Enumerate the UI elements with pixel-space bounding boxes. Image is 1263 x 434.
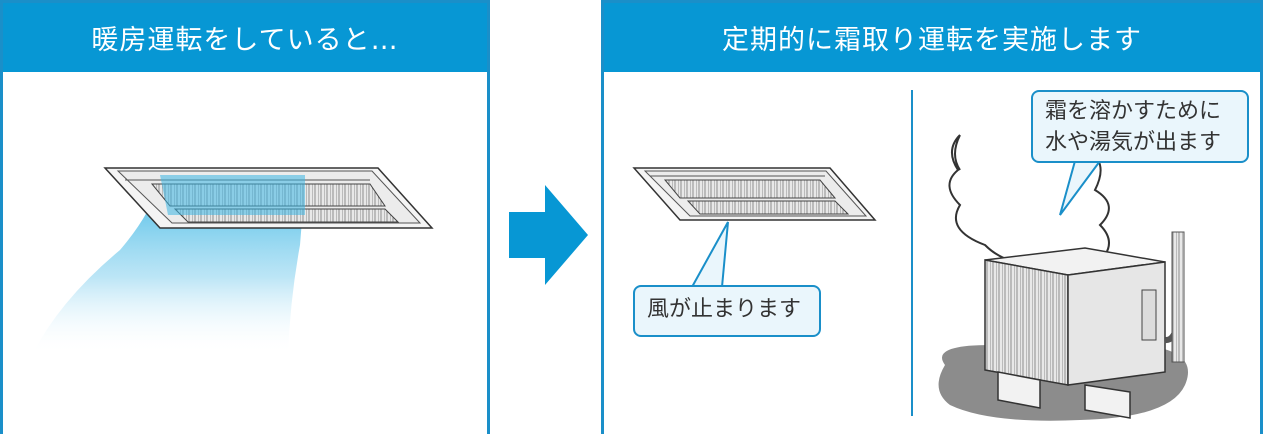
panel-defrost-title: 定期的に霜取り運転を実施します <box>722 25 1142 56</box>
panel-heating-header: 暖房運転をしていると… <box>3 3 487 72</box>
callout-wind-pointer <box>690 221 729 288</box>
outdoor-unit-icon <box>938 134 1188 421</box>
callout-frost-line1: 霜を溶かすために <box>1045 99 1222 124</box>
callout-frost-melting: 霜を溶かすために 水や湯気が出ます <box>1031 90 1249 163</box>
arrow-right-icon <box>509 185 588 285</box>
callout-frost-line2: 水や湯気が出ます <box>1045 130 1222 155</box>
ceiling-ac-unit-stopped-icon <box>632 167 877 221</box>
callout-wind-stops: 風が止まります <box>633 285 821 337</box>
panel-heating-title: 暖房運転をしていると… <box>91 25 399 56</box>
ceiling-ac-unit-icon <box>32 167 434 355</box>
callout-wind-text: 風が止まります <box>647 297 802 322</box>
panel-defrost-header: 定期的に霜取り運転を実施します <box>604 3 1260 72</box>
